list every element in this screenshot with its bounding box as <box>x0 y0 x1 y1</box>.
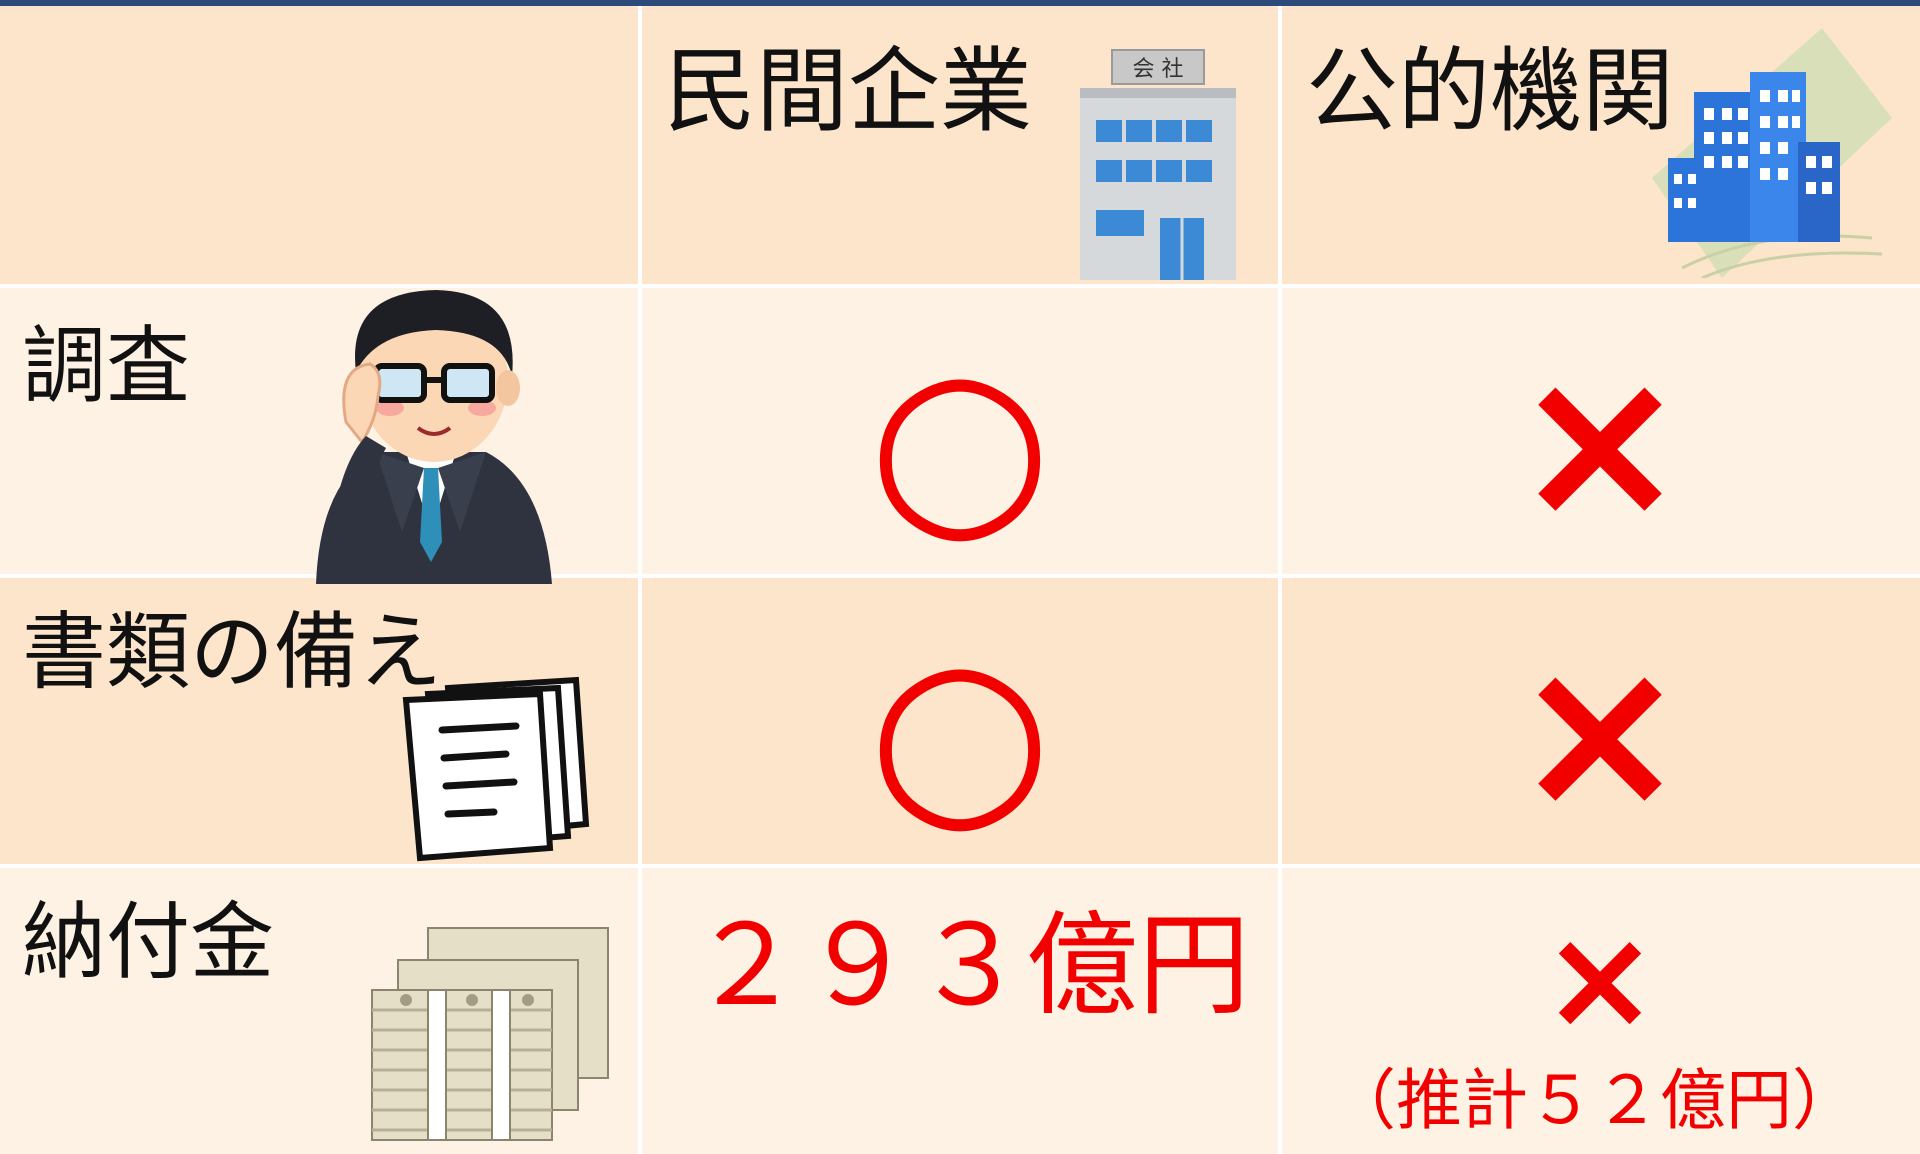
divider <box>0 864 1920 868</box>
divider <box>638 6 642 1154</box>
row-payment <box>0 866 1920 1154</box>
divider <box>1278 6 1282 1154</box>
header-row <box>0 6 1920 286</box>
private-survey-circle-mark: ○ <box>868 320 1052 565</box>
column-header-public: 公的機関 <box>1306 38 1675 145</box>
top-bar <box>0 0 1920 6</box>
money-stacks-icon <box>368 920 614 1154</box>
divider <box>0 284 1920 288</box>
public-documents-cross-mark: × <box>1512 610 1688 855</box>
row-documents <box>0 576 1920 866</box>
divider <box>0 574 1920 578</box>
government-buildings-icon <box>1622 28 1892 282</box>
row-label-survey: 調査 <box>22 317 191 415</box>
company-building-icon: 会 社 <box>1062 46 1246 288</box>
row-label-documents: 書類の備え <box>22 603 443 701</box>
public-survey-cross-mark: × <box>1512 320 1688 565</box>
public-payment-cross-mark: × <box>1541 898 1659 1061</box>
row-survey <box>0 286 1920 576</box>
company-sign-text: 会 社 <box>1133 57 1184 82</box>
private-payment-amount: ２９３億円 <box>690 901 1250 1031</box>
public-payment-estimate-note: （推計５２億円） <box>1330 1062 1858 1139</box>
row-label-payment: 納付金 <box>22 893 275 991</box>
documents-icon <box>398 674 598 866</box>
comparison-table: 民間企業 公的機関 会 社 <box>0 6 1920 1154</box>
businessman-glasses-icon <box>306 272 556 588</box>
private-documents-circle-mark: ○ <box>868 610 1052 855</box>
column-header-private: 民間企業 <box>664 38 1033 145</box>
